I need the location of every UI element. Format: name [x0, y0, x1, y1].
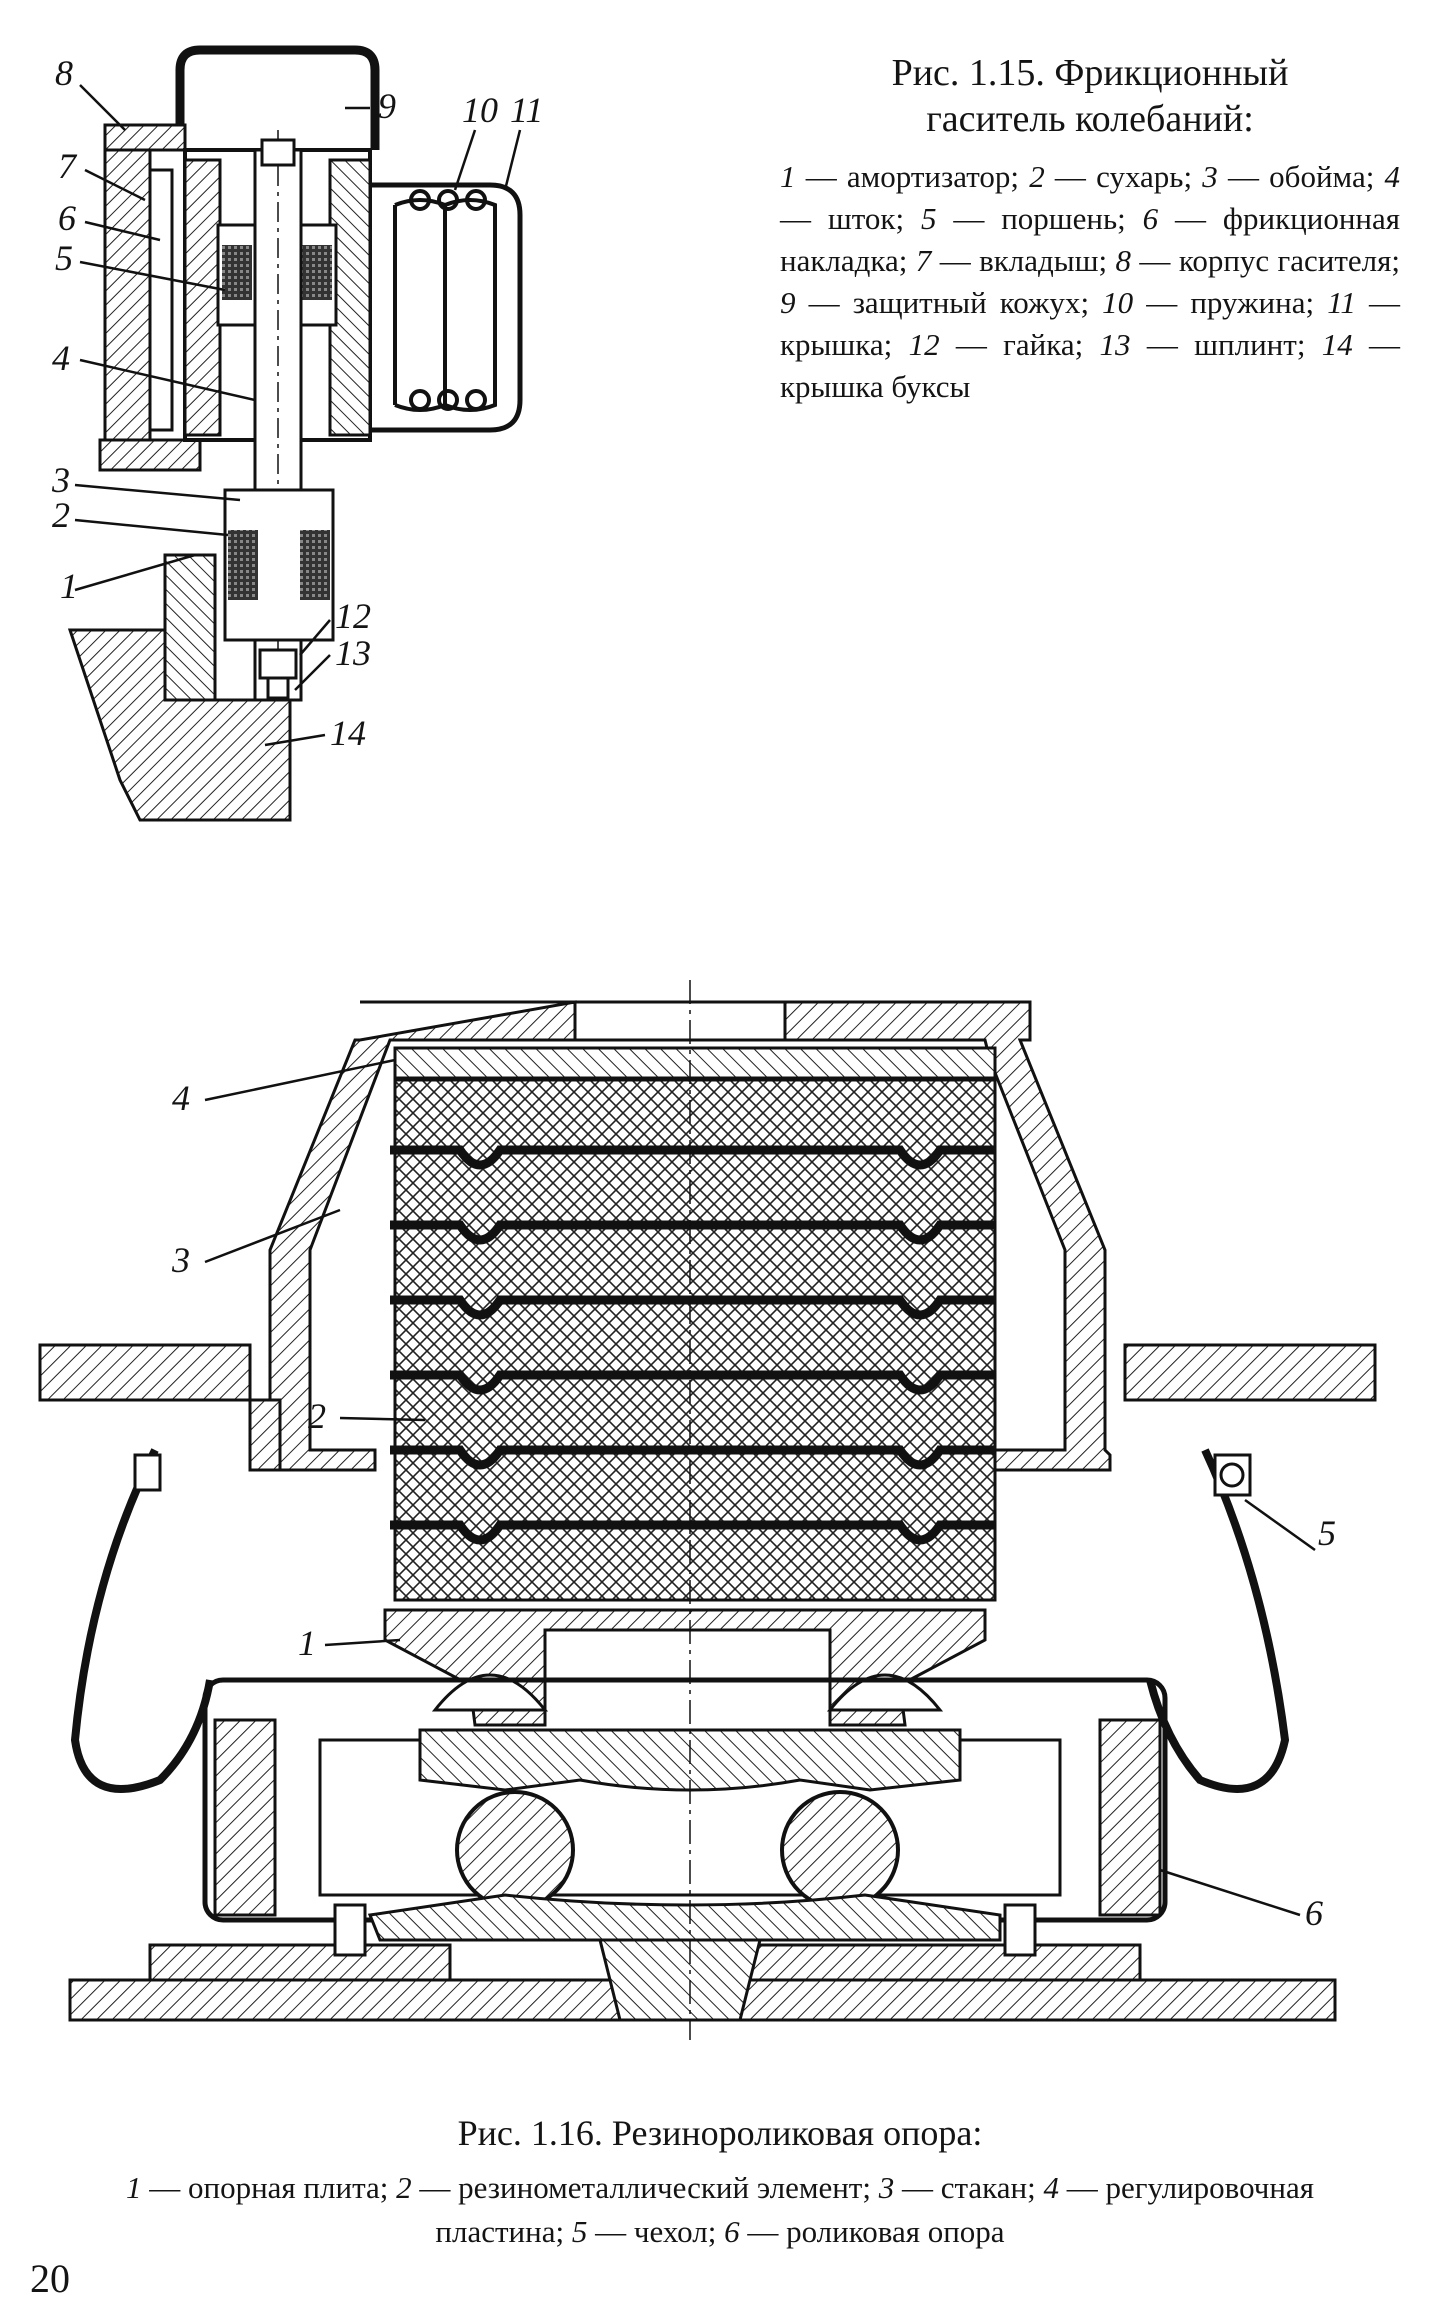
page-number: 20	[30, 2256, 70, 2301]
legend-item: 13 — шплинт;	[1099, 327, 1306, 362]
legend-item: 2 — сухарь;	[1029, 159, 1193, 194]
legend-item: 6 — роликовая опора	[724, 2214, 1005, 2249]
legend-item: 10 — пружина;	[1102, 285, 1315, 320]
callout-4: 4	[172, 1078, 190, 1118]
callout-1: 1	[60, 566, 78, 606]
legend-item: 1 — амортизатор;	[780, 159, 1019, 194]
callout-9: 9	[378, 86, 396, 126]
figure-1-15-drawing: 8 9 10 11 7 6 5 4 3 2 1 12 13 14	[51, 45, 543, 822]
legend-item: 6 — фрикционная накладка;	[780, 201, 1401, 278]
legend-item: 5 — чехол;	[571, 2214, 717, 2249]
legend-item: 4 — регулировочная пластина;	[435, 2170, 1314, 2249]
legend-item: 11 — крышка;	[780, 285, 1400, 362]
callout-2: 2	[52, 495, 70, 535]
callout-6: 6	[1305, 1893, 1323, 1933]
callout-8: 8	[55, 53, 73, 93]
legend-item: 1 — опорная плита;	[125, 2170, 389, 2205]
figure-1-16-caption-title: Рис. 1.16. Резинороликовая опора:	[457, 2113, 983, 2153]
legend-item: 5 — поршень;	[920, 201, 1126, 236]
callout-14: 14	[330, 713, 366, 753]
legend-item: 9 — защитный кожух;	[780, 285, 1090, 320]
callout-12: 12	[335, 596, 371, 636]
callout-2: 2	[308, 1396, 326, 1436]
callout-3: 3	[171, 1240, 190, 1280]
figure-1-15-caption: Рис. 1.15. Фрикционный гаситель колебани…	[780, 50, 1400, 408]
callout-11: 11	[510, 90, 543, 130]
legend-item: 12 — гайка;	[908, 327, 1084, 362]
legend-item: 3 — обойма;	[1202, 159, 1375, 194]
callout-7: 7	[58, 146, 78, 186]
callout-4: 4	[52, 338, 70, 378]
figure-1-15-legend: 1 — амортизатор; 2 — сухарь; 3 — обойма;…	[780, 156, 1400, 408]
callout-5: 5	[1318, 1513, 1336, 1553]
legend-item: 3 — стакан;	[878, 2170, 1036, 2205]
figure-1-16-caption: Рис. 1.16. Резинороликовая опора: 1 — оп…	[30, 2110, 1410, 2254]
legend-item: 7 — вкладыш;	[915, 243, 1108, 278]
callout-10: 10	[462, 90, 498, 130]
callout-5: 5	[55, 238, 73, 278]
legend-item: 2 — резинометаллический элемент;	[396, 2170, 871, 2205]
legend-item: 4 — шток;	[780, 159, 1401, 236]
callout-1: 1	[298, 1623, 316, 1663]
figure-1-16-drawing: 4 3 2 1 5 6	[38, 980, 1377, 2040]
callout-3: 3	[51, 460, 70, 500]
legend-item: 8 — корпус гасителя;	[1115, 243, 1401, 278]
callout-13: 13	[335, 633, 371, 673]
figure-1-15-caption-title: Рис. 1.15. Фрикционный гаситель колебани…	[891, 52, 1289, 140]
legend-item: 14 — крышка буксы	[780, 327, 1401, 404]
figure-1-16-legend: 1 — опорная плита; 2 — резинометаллическ…	[30, 2166, 1410, 2254]
callout-6: 6	[58, 198, 76, 238]
